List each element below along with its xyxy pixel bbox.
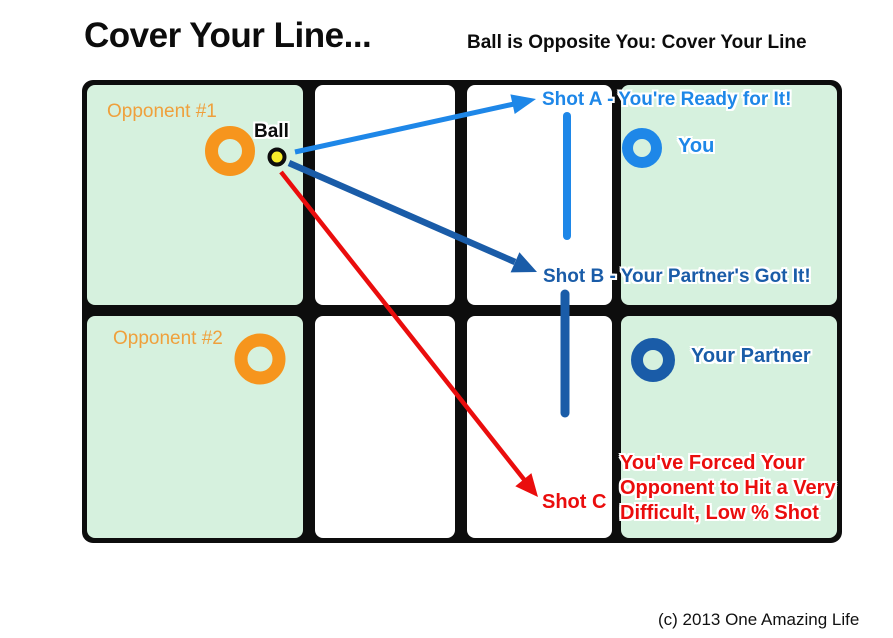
opponent1-label: Opponent #1: [107, 101, 217, 122]
opponent2-label: Opponent #2: [113, 328, 223, 349]
copyright-text: (c) 2013 One Amazing Life: [658, 610, 860, 629]
callout-line-1: You've Forced Your: [620, 452, 805, 474]
partner-label: Your Partner: [691, 345, 811, 367]
shot-b-label: Shot B - Your Partner's Got It!: [543, 266, 811, 287]
court-cell-kitchen-left-top: [315, 85, 455, 305]
callout-line-3: Difficult, Low % Shot: [620, 502, 819, 524]
court-cell-opponent1: [87, 85, 303, 305]
court-cell-kitchen-left-bottom: [315, 316, 455, 538]
forced-shot-callout: You've Forced Your Opponent to Hit a Ver…: [620, 451, 856, 526]
shot-c-label: Shot C: [542, 491, 607, 513]
callout-line-2: Opponent to Hit a Very: [620, 477, 836, 499]
page-subtitle: Ball is Opposite You: Cover Your Line: [467, 32, 807, 53]
court-cell-you: [621, 85, 837, 305]
court-cell-opponent2: [87, 316, 303, 538]
court: [82, 80, 842, 543]
shot-a-label: Shot A - You're Ready for It!: [542, 89, 792, 110]
you-label: You: [678, 135, 715, 157]
ball-label: Ball: [254, 121, 289, 142]
page-title: Cover Your Line...: [84, 16, 372, 55]
